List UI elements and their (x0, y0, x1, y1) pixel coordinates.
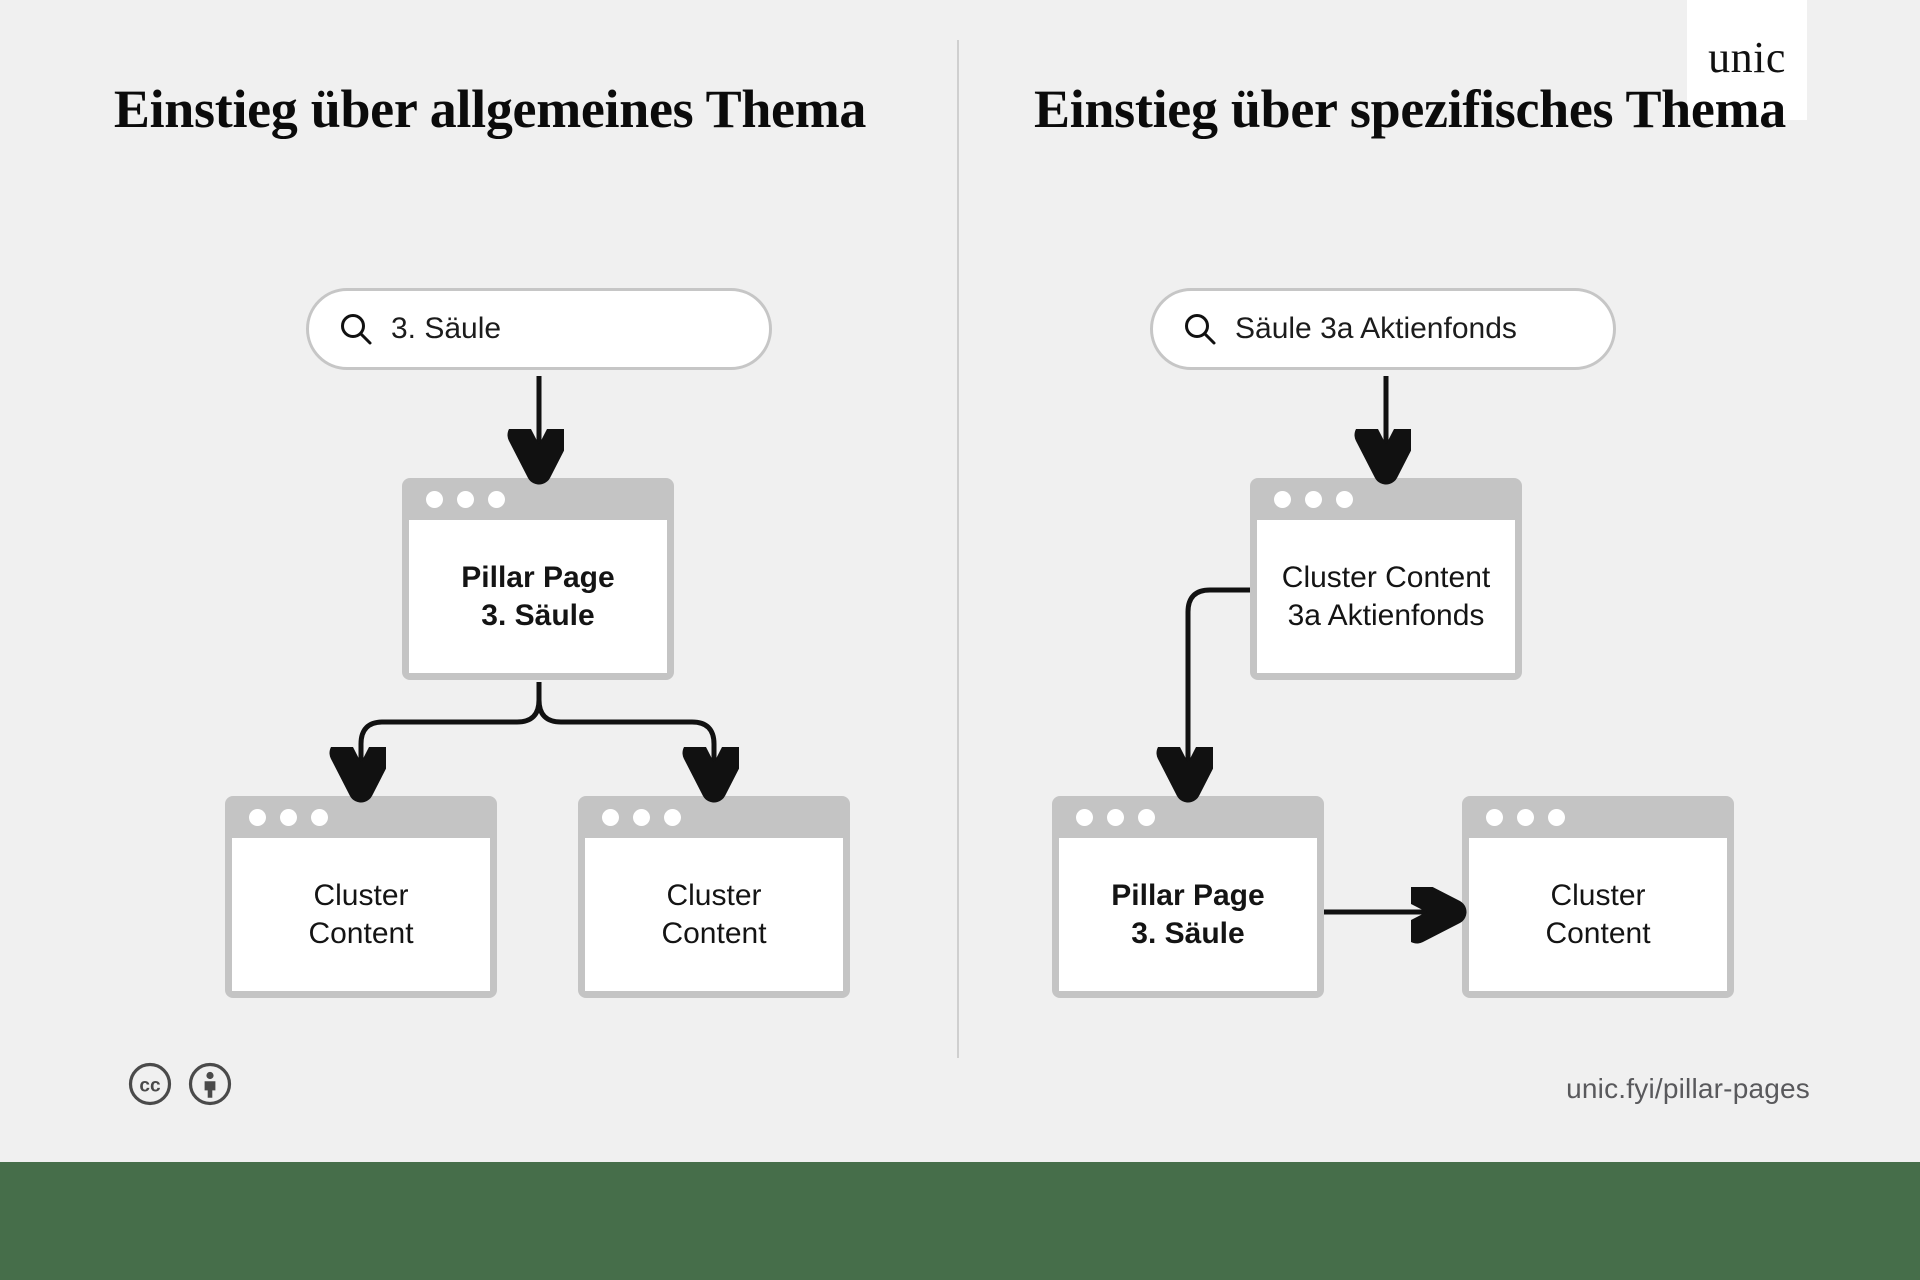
card-title-line2: 3. Säule (481, 598, 595, 632)
card-screen: Pillar Page 3. Säule (409, 520, 667, 673)
unic-logo: unic (1687, 0, 1807, 120)
window-dots-icon (249, 809, 328, 826)
window-dots-icon (1076, 809, 1155, 826)
card-title-line1: Cluster (1550, 878, 1646, 912)
connector-left-pillar-branch-left (361, 682, 542, 788)
card-title-line1: Cluster Content (1281, 560, 1491, 594)
search-icon (1185, 314, 1216, 345)
card-screen: Cluster Content 3a Aktienfonds (1257, 520, 1515, 673)
card-title-line2: 3. Säule (1131, 916, 1245, 950)
card-title-line2: Content (661, 916, 767, 950)
card-title-line2: 3a Aktienfonds (1287, 598, 1485, 632)
footer-url: unic.fyi/pillar-pages (1566, 1073, 1810, 1104)
window-dots-icon (1274, 491, 1353, 508)
connector-left-pillar-branch-right (536, 682, 714, 788)
card-title-line2: Content (308, 916, 414, 950)
logo-wordmark: unic (1708, 33, 1786, 82)
creative-commons-icon: cc (128, 1062, 172, 1106)
bottom-accent-bar (0, 1162, 1920, 1280)
card-cluster-content-left-1[interactable]: Cluster Content (225, 796, 497, 998)
window-dots-icon (426, 491, 505, 508)
card-screen: Cluster Content (232, 838, 490, 991)
card-cluster-content-entry-right[interactable]: Cluster Content 3a Aktienfonds (1250, 478, 1522, 680)
panel-divider (957, 40, 959, 1058)
card-title-line1: Cluster (666, 878, 762, 912)
card-title-line2: Content (1545, 916, 1651, 950)
card-pillar-page-right[interactable]: Pillar Page 3. Säule (1052, 796, 1324, 998)
card-pillar-page-left[interactable]: Pillar Page 3. Säule (402, 478, 674, 680)
connector-right-cluster-to-pillar (1188, 587, 1250, 788)
search-icon (341, 314, 372, 345)
left-search-value: 3. Säule (391, 312, 502, 345)
window-dots-icon (602, 809, 681, 826)
card-title-line1: Cluster (313, 878, 409, 912)
left-search-field[interactable]: 3. Säule (306, 288, 772, 370)
right-search-field[interactable]: Säule 3a Aktienfonds (1150, 288, 1616, 370)
svg-text:cc: cc (139, 1076, 161, 1097)
card-title-line1: Pillar Page (1111, 878, 1265, 912)
license-badges: cc (128, 1062, 232, 1106)
attribution-icon (188, 1062, 232, 1106)
right-search-value: Säule 3a Aktienfonds (1235, 312, 1517, 345)
card-screen: Cluster Content (585, 838, 843, 991)
right-panel-heading: Einstieg über spezifisches Thema (1034, 79, 1786, 139)
card-screen: Cluster Content (1469, 838, 1727, 991)
card-title-line1: Pillar Page (461, 560, 615, 594)
card-cluster-content-right-2[interactable]: Cluster Content (1462, 796, 1734, 998)
left-panel-heading: Einstieg über allgemeines Thema (113, 79, 867, 139)
card-screen: Pillar Page 3. Säule (1059, 838, 1317, 991)
window-dots-icon (1486, 809, 1565, 826)
card-cluster-content-left-2[interactable]: Cluster Content (578, 796, 850, 998)
